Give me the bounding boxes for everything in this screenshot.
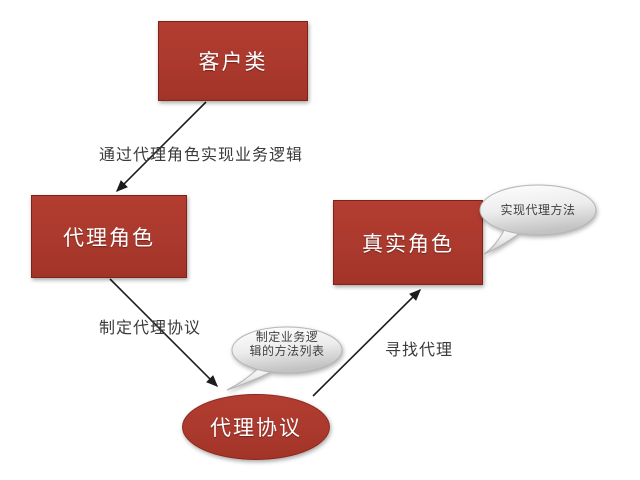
callout-text-protocol-line1: 制定业务逻 bbox=[255, 330, 319, 344]
node-proxy-role: 代理角色 bbox=[31, 195, 187, 278]
node-proxy-role-label: 代理角色 bbox=[63, 226, 155, 250]
node-real-role: 真实角色 bbox=[333, 200, 483, 285]
callout-text-protocol: 制定业务逻 辑的方法列表 bbox=[232, 330, 342, 358]
edge-label-make-protocol: 制定代理协议 bbox=[99, 320, 202, 337]
node-proxy-protocol-label: 代理协议 bbox=[210, 417, 302, 440]
node-client-class: 客户类 bbox=[158, 21, 308, 101]
node-proxy-protocol: 代理协议 bbox=[182, 394, 330, 460]
node-client-class-label: 客户类 bbox=[198, 51, 268, 74]
callout-bubble-real bbox=[479, 184, 597, 255]
edge-label-business-logic: 通过代理角色实现业务逻辑 bbox=[99, 147, 304, 164]
node-real-role-label: 真实角色 bbox=[362, 232, 454, 256]
callout-text-real: 实现代理方法 bbox=[500, 203, 576, 217]
callout-text-protocol-line2: 辑的方法列表 bbox=[249, 344, 325, 358]
callout-bubble-protocol-tail bbox=[226, 368, 275, 391]
callout-bubble-real-tail bbox=[483, 228, 523, 255]
edge-label-find-proxy: 寻找代理 bbox=[385, 342, 454, 359]
